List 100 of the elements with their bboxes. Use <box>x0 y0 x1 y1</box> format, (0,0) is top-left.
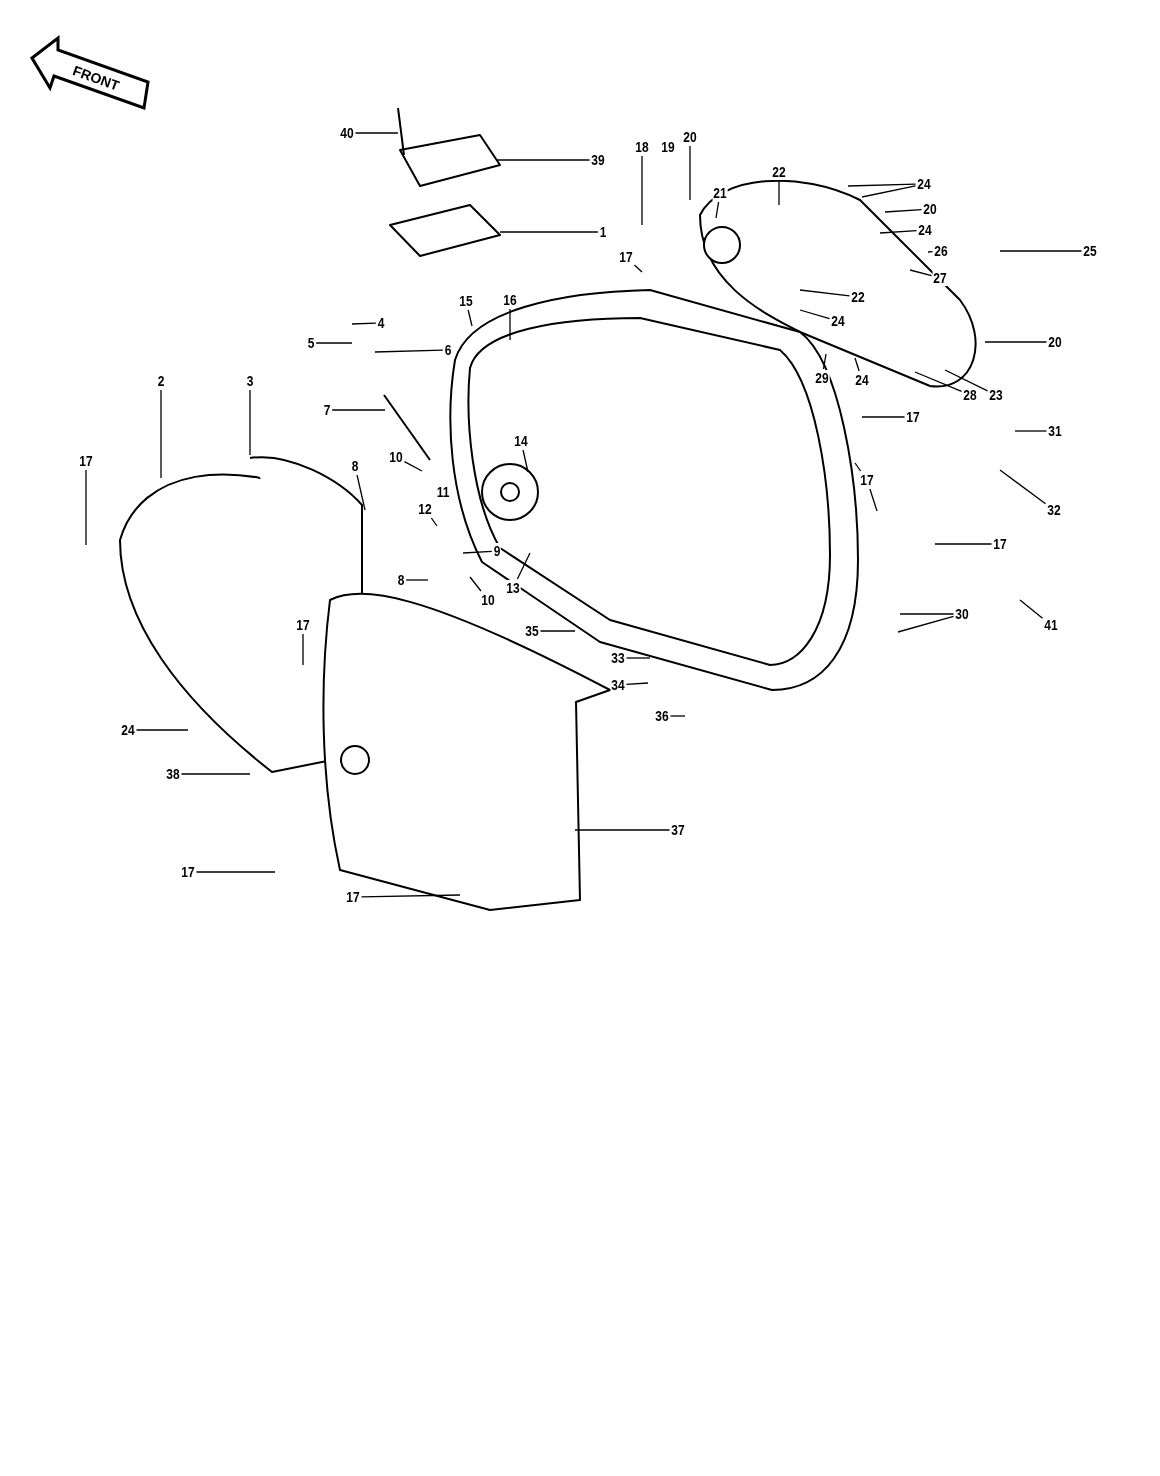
callout-number: 27 <box>932 270 948 286</box>
callout-number: 39 <box>590 152 606 168</box>
leader-line <box>1019 599 1044 619</box>
callout-number: 18 <box>634 139 650 155</box>
leader-line <box>135 729 189 731</box>
leader-line <box>944 369 989 392</box>
leader-line <box>539 630 576 632</box>
callout-number: 31 <box>1047 423 1063 439</box>
leader-line <box>909 269 933 277</box>
callout-number: 8 <box>396 572 406 588</box>
callout-number: 16 <box>502 292 518 308</box>
callout-number: 23 <box>988 387 1004 403</box>
callout-number: 28 <box>962 387 978 403</box>
callout-number: 37 <box>670 822 686 838</box>
callout-number: 17 <box>859 472 875 488</box>
leader-line <box>374 349 444 353</box>
callout-number: 38 <box>165 766 181 782</box>
leader-line <box>462 550 493 554</box>
leader-line <box>822 353 827 370</box>
callout-number: 3 <box>245 373 255 389</box>
callout-number: 17 <box>905 409 921 425</box>
leader-line <box>356 474 366 511</box>
leader-line <box>799 289 851 297</box>
leader-line <box>999 250 1083 252</box>
callout-number: 17 <box>78 453 94 469</box>
leader-line <box>625 657 651 659</box>
leader-line <box>934 543 993 545</box>
callout-number: 25 <box>1082 243 1098 259</box>
callout-number: 20 <box>1047 334 1063 350</box>
callout-number: 22 <box>771 164 787 180</box>
leader-line <box>999 469 1047 505</box>
leader-line <box>160 389 162 479</box>
leader-line <box>180 773 251 775</box>
leader-line <box>861 185 917 198</box>
leader-line <box>778 180 780 206</box>
leader-line <box>360 894 461 898</box>
callout-number: 20 <box>682 129 698 145</box>
callout-number: 24 <box>830 313 846 329</box>
callout-number: 17 <box>992 536 1008 552</box>
leader-line <box>467 309 473 327</box>
leader-line <box>854 462 862 472</box>
leader-line <box>884 208 923 213</box>
callout-number: 17 <box>618 249 634 265</box>
callout-number: 5 <box>306 335 316 351</box>
leader-line <box>430 517 438 527</box>
callout-number: 21 <box>712 185 728 201</box>
callout-number: 9 <box>492 543 502 559</box>
callout-number: 29 <box>814 370 830 386</box>
leader-line <box>927 251 934 253</box>
leader-line <box>499 231 599 233</box>
leader-line <box>516 552 531 580</box>
leader-line <box>861 416 906 418</box>
leader-line <box>715 201 720 219</box>
leader-line <box>897 615 955 633</box>
callout-number: 30 <box>954 606 970 622</box>
callout-number: 4 <box>376 315 386 331</box>
leader-line <box>669 715 686 717</box>
leader-line <box>574 829 671 831</box>
leader-line <box>984 341 1048 343</box>
callout-number: 13 <box>505 580 521 596</box>
leader-line <box>351 322 377 325</box>
callout-number: 10 <box>480 592 496 608</box>
leader-line <box>302 633 304 666</box>
leader-line <box>799 309 831 320</box>
callout-number: 17 <box>180 864 196 880</box>
callout-number: 14 <box>513 433 529 449</box>
leader-line <box>522 449 529 473</box>
callout-number: 17 <box>345 889 361 905</box>
callout-number: 11 <box>436 484 450 500</box>
leader-line <box>403 460 423 472</box>
leader-line <box>496 159 591 161</box>
leader-line <box>354 132 399 134</box>
callout-number: 24 <box>916 176 932 192</box>
callout-number: 22 <box>850 289 866 305</box>
callout-number: 24 <box>120 722 136 738</box>
leader-line <box>405 579 429 581</box>
leader-line <box>195 871 276 873</box>
leader-line <box>854 357 860 372</box>
callout-number: 19 <box>661 139 675 155</box>
leader-line <box>899 613 955 615</box>
callout-number: 8 <box>350 458 360 474</box>
callout-number: 36 <box>654 708 670 724</box>
callout-number: 34 <box>610 677 626 693</box>
callout-number: 35 <box>524 623 540 639</box>
callout-number: 2 <box>156 373 166 389</box>
callout-number: 6 <box>443 342 453 358</box>
leader-line <box>847 183 917 187</box>
leader-line <box>249 389 251 456</box>
callout-number: 33 <box>610 650 626 666</box>
callout-number: 26 <box>933 243 949 259</box>
leader-line <box>689 145 691 201</box>
leader-line <box>879 229 918 234</box>
callout-number: 17 <box>295 617 311 633</box>
leader-line <box>1014 430 1048 432</box>
leader-line <box>509 308 511 341</box>
leader-line <box>633 264 643 273</box>
callout-number: 20 <box>922 201 938 217</box>
callout-number: 1 <box>598 224 608 240</box>
callout-number: 12 <box>417 501 433 517</box>
leader-line <box>641 155 643 226</box>
